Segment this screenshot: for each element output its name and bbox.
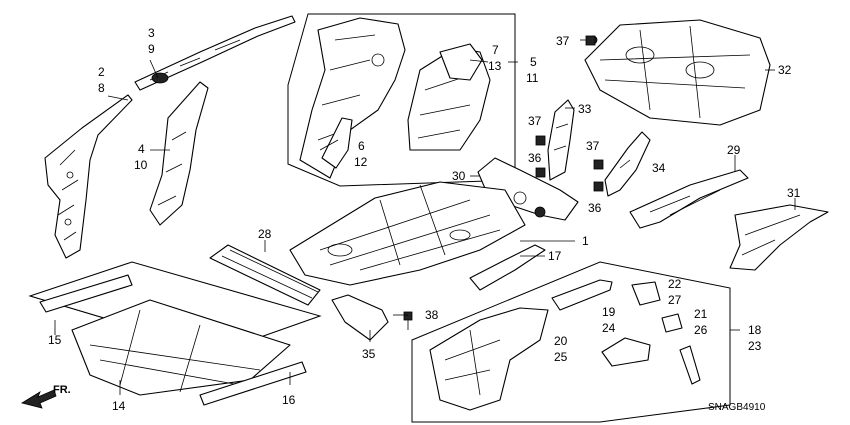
part-rear-frame-29 [629,169,749,229]
frame-side-group [411,261,731,423]
front-arrow: FR. [20,384,71,409]
bolt-37b [535,135,546,146]
label-12: 12 [354,155,368,169]
label-2: 2 [98,65,105,79]
diagram-code: SNAGB4910 [708,402,766,413]
label-22: 22 [668,277,682,291]
label-24: 24 [602,321,616,335]
part-inner-panel [299,17,491,179]
label-21: 21 [694,307,708,321]
label-9: 9 [148,42,155,56]
bolts [535,35,604,192]
part-bracket-6 [321,117,353,169]
label-37c: 37 [586,139,600,153]
bolt-36b [593,181,604,192]
part-floor-extension-17 [469,244,546,291]
label-7: 7 [492,43,499,57]
part-plate-21 [661,313,683,333]
label-18: 18 [748,323,762,337]
label-30: 30 [452,169,466,183]
part-rear-shelf [584,19,771,126]
label-38: 38 [425,308,439,322]
label-26: 26 [694,323,708,337]
label-36b: 36 [588,201,602,215]
bolt-37a [585,35,596,46]
label-10: 10 [134,158,148,172]
label-28: 28 [258,227,272,241]
label-1: 1 [582,234,589,248]
part-roof-rail [134,15,296,91]
part-bracket-22 [631,281,661,306]
part-front-pillar [44,94,133,259]
label-8: 8 [98,81,105,95]
part-bracket-35 [331,294,389,341]
part-rear-floor [289,181,526,286]
part-front-floor [39,274,307,406]
label-6: 6 [358,139,365,153]
label-29: 29 [727,143,741,157]
part-hanger [679,345,701,385]
bolt-36a [535,167,546,178]
label-32: 32 [778,63,792,77]
part-center-pillar [149,81,209,226]
leader-lines [54,39,796,395]
front-arrow-icon [20,389,57,409]
label-27: 27 [668,293,682,307]
label-20: 20 [554,334,568,348]
label-3: 3 [148,26,155,40]
part-side-panel [429,307,549,411]
front-arrow-label: FR. [53,384,71,396]
label-36a: 36 [528,151,542,165]
part-rear-brace-33 [547,99,575,181]
label-31: 31 [787,186,801,200]
label-13: 13 [488,59,502,73]
label-37b: 37 [528,114,542,128]
bolt-37c [593,159,604,170]
label-33: 33 [578,102,592,116]
callout-labels: 3 9 2 8 4 10 6 12 7 13 5 11 37 32 33 37 … [48,26,801,413]
label-35: 35 [362,347,376,361]
label-14: 14 [112,399,126,413]
label-37a: 37 [556,34,570,48]
part-rear-frame-31 [729,204,829,271]
label-4: 4 [138,142,145,156]
label-34: 34 [652,161,666,175]
part-bolt-38 [403,311,413,330]
part-rear-brace-34 [604,131,651,197]
part-panel-19 [601,337,651,367]
label-11: 11 [526,71,539,85]
part-cross-member-28 [209,244,321,306]
part-side-sill [551,279,613,311]
label-25: 25 [554,350,568,364]
label-17: 17 [548,249,562,263]
label-23: 23 [748,339,762,353]
label-15: 15 [48,333,62,347]
label-19: 19 [602,305,616,319]
label-5: 5 [530,55,537,69]
label-16: 16 [282,393,296,407]
